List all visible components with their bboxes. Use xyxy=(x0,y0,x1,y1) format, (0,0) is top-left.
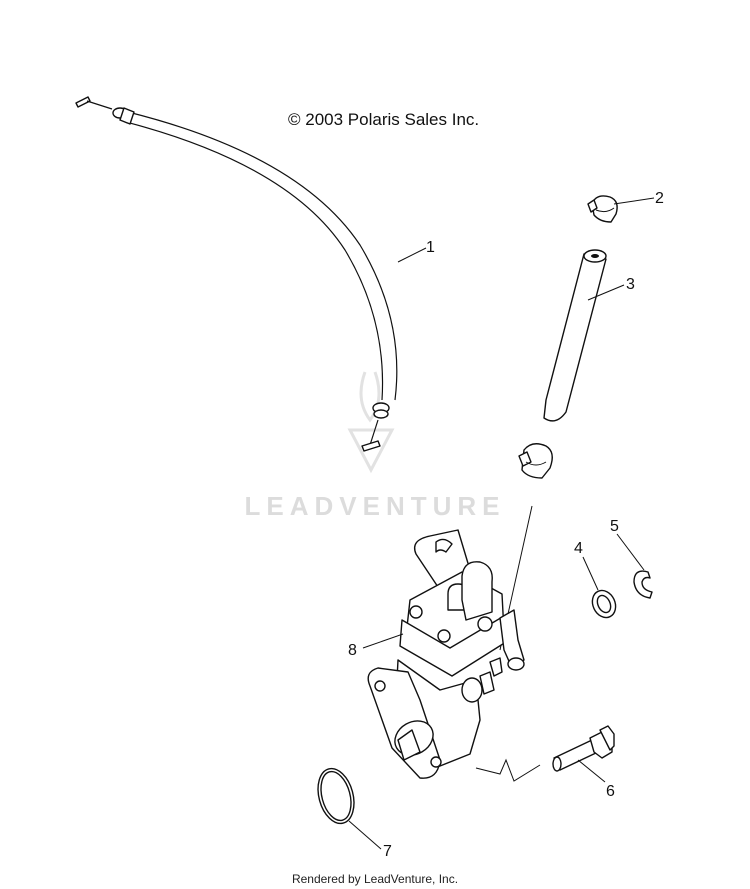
leader-line-7 xyxy=(348,820,382,850)
watermark-text: LEADVENTURE xyxy=(244,491,506,521)
callout-4: 4 xyxy=(574,540,583,557)
eclip-part-5[interactable] xyxy=(633,570,653,599)
callout-8: 8 xyxy=(348,642,357,659)
leader-line-5 xyxy=(616,533,645,571)
render-credit: Rendered by LeadVenture, Inc. xyxy=(291,872,459,886)
callout-1: 1 xyxy=(426,239,435,256)
callout-6: 6 xyxy=(606,783,615,800)
leader-line-3 xyxy=(587,284,625,301)
oring-part-7[interactable] xyxy=(312,765,359,828)
leader-line-1 xyxy=(397,247,427,263)
callout-5: 5 xyxy=(610,518,619,535)
bolt-part-6[interactable] xyxy=(552,725,615,772)
leader-line-4 xyxy=(582,556,599,591)
hose-part-3[interactable] xyxy=(543,249,607,422)
leader-line-8 xyxy=(362,633,404,649)
callout-2: 2 xyxy=(655,190,664,207)
cable-part-1[interactable] xyxy=(75,96,398,452)
bolt-route-line xyxy=(475,758,541,782)
clamp-part-2[interactable] xyxy=(587,195,618,223)
copyright-text: © 2003 Polaris Sales Inc. xyxy=(288,110,480,129)
leader-line-2 xyxy=(613,197,655,205)
callout-7: 7 xyxy=(383,843,392,860)
callout-3: 3 xyxy=(626,276,635,293)
leader-line-6 xyxy=(577,759,606,783)
washer-part-4[interactable] xyxy=(588,587,620,622)
lower-clamp[interactable] xyxy=(518,443,553,479)
oil-pump-part-8[interactable] xyxy=(367,529,525,779)
